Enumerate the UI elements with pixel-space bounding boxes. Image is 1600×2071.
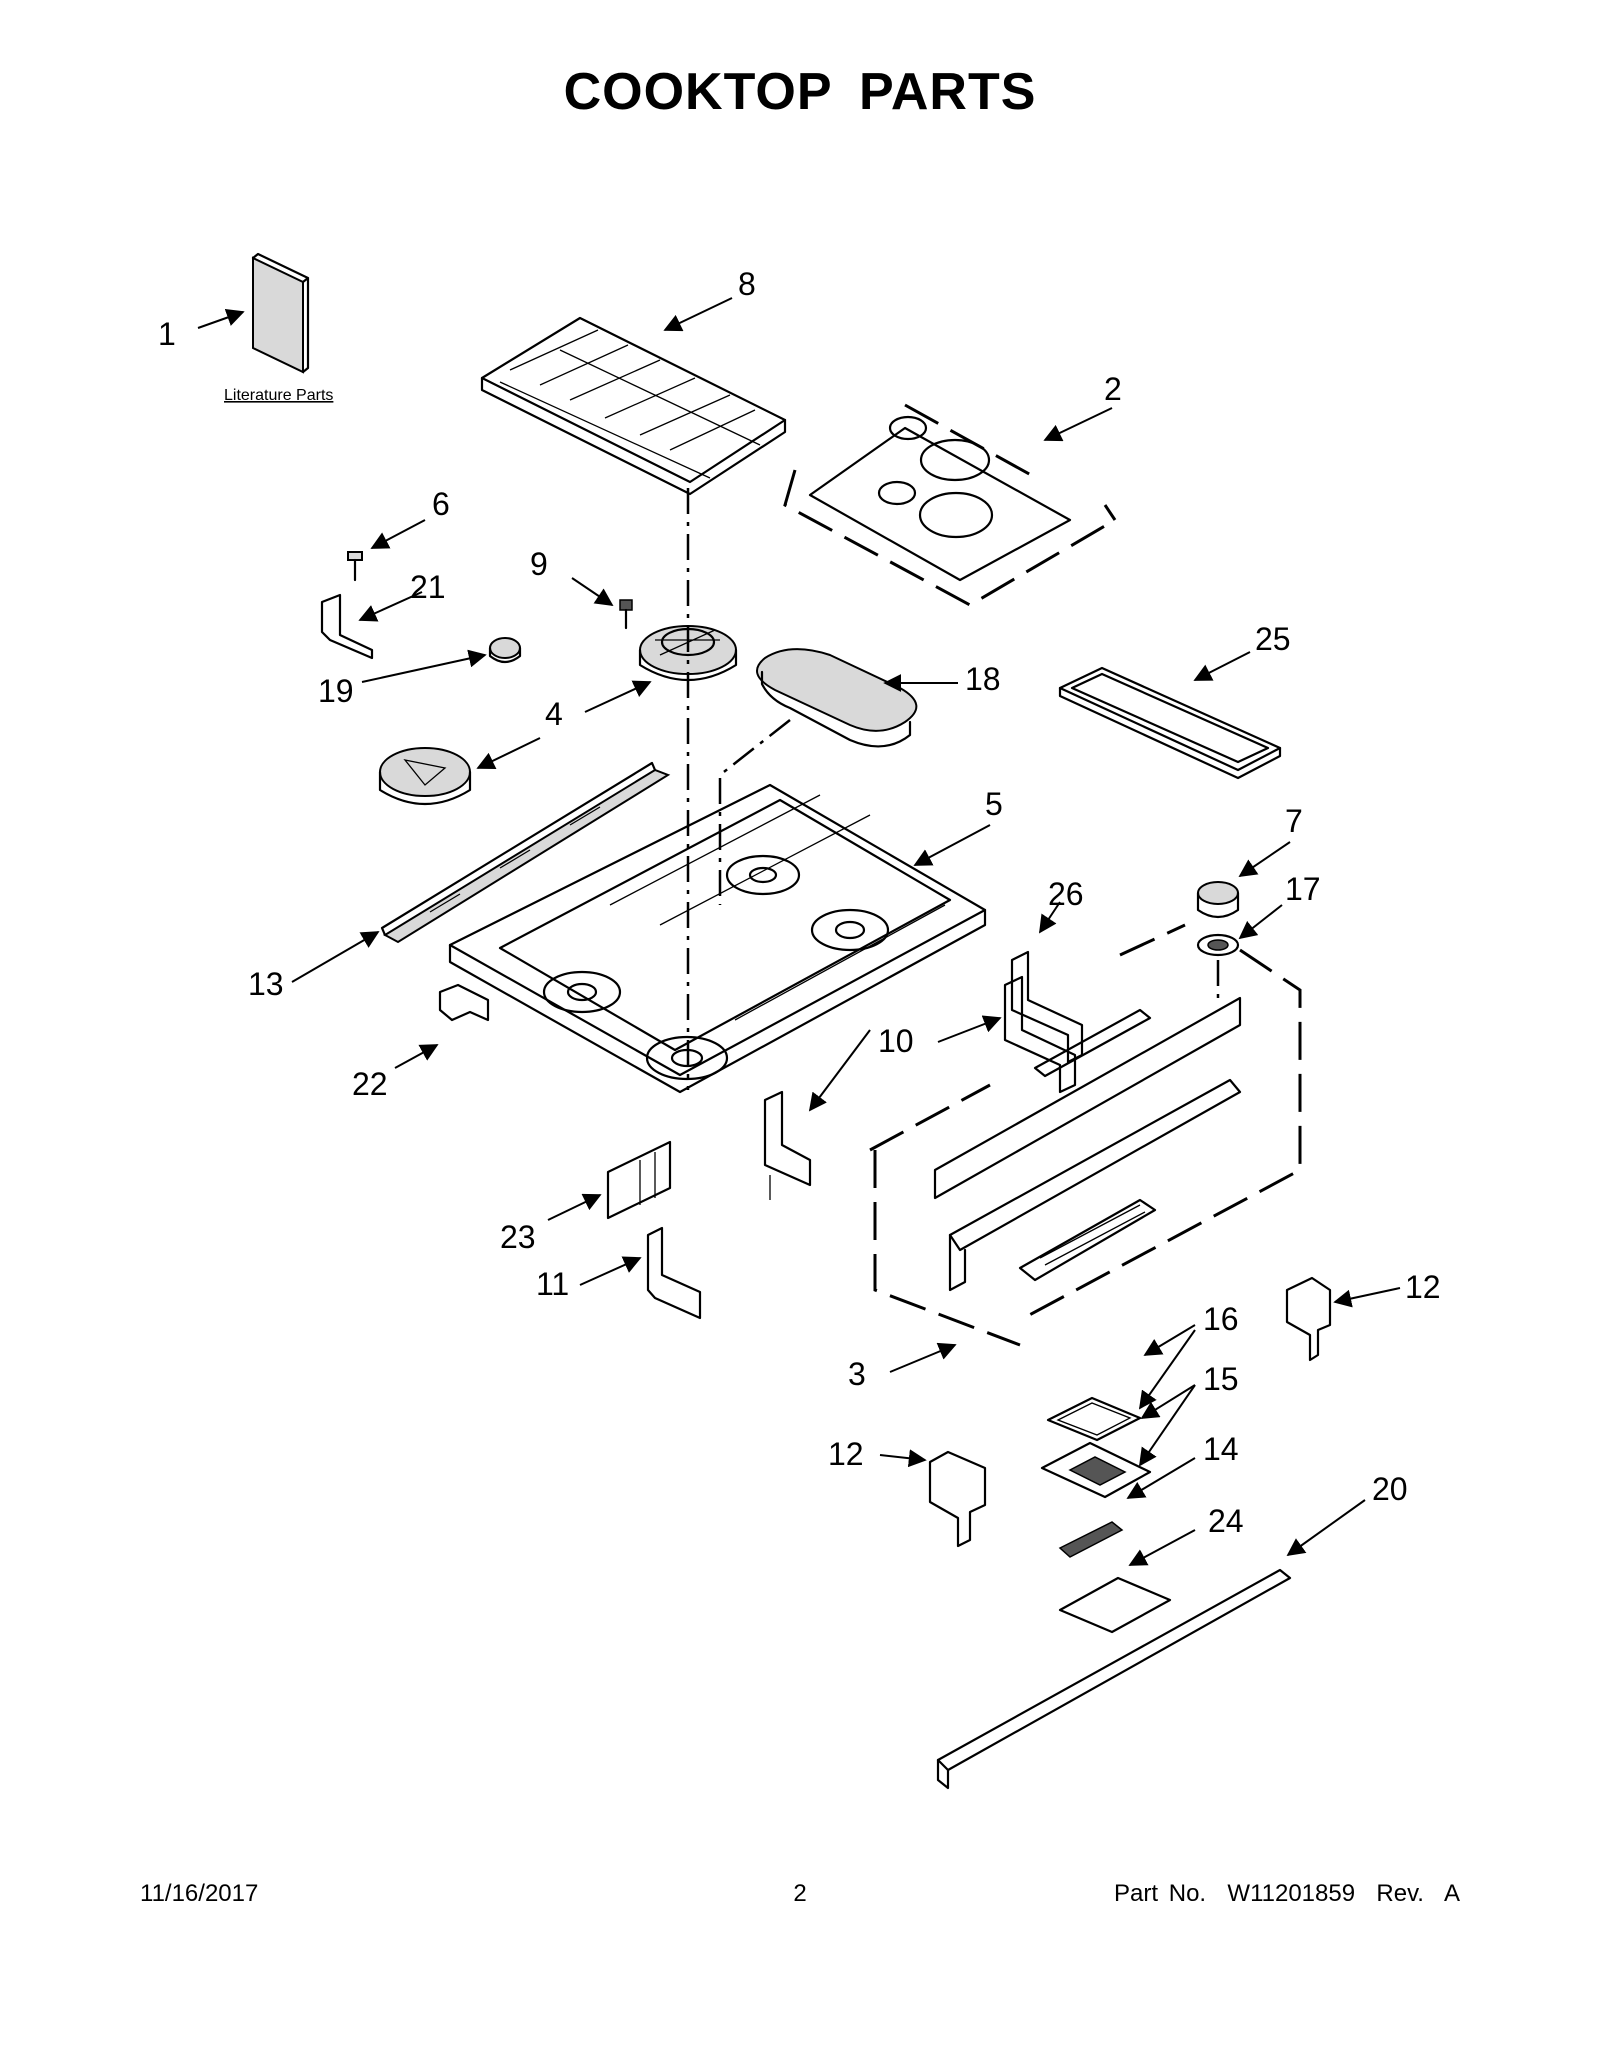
callout-2: 2 <box>1104 371 1122 407</box>
burner-bracket-part <box>646 1226 702 1320</box>
mounting-bracket-upper-part <box>1003 975 1077 1094</box>
callout-15: 15 <box>1203 1361 1239 1397</box>
footer-part-number: Part No. W11201859 Rev. A <box>1114 1880 1460 1907</box>
control-housing-right-part <box>1285 1276 1332 1362</box>
burner-head-lower-part <box>378 747 472 805</box>
callout-10: 10 <box>878 1023 914 1059</box>
control-knob-part <box>1196 881 1240 919</box>
grate-part <box>480 316 787 496</box>
callout-20: 20 <box>1372 1471 1408 1507</box>
callout-8: 8 <box>738 266 756 302</box>
control-board-part <box>1040 1441 1152 1499</box>
callout-6: 6 <box>432 486 450 522</box>
callout-1: 1 <box>158 316 176 352</box>
callout-3: 3 <box>848 1356 866 1392</box>
display-lens-part <box>1046 1396 1142 1442</box>
callout-7: 7 <box>1285 803 1303 839</box>
heat-shield-part <box>606 1140 672 1220</box>
mounting-bracket-lower-part <box>763 1090 812 1200</box>
front-trim-rail-part <box>380 761 671 944</box>
callout-14: 14 <box>1203 1431 1239 1467</box>
knob-bezel-part <box>1196 933 1240 957</box>
callout-4: 4 <box>545 696 563 732</box>
callout-17: 17 <box>1285 871 1321 907</box>
callout-22: 22 <box>352 1066 388 1102</box>
griddle-alignment-line <box>718 719 791 905</box>
callout-9: 9 <box>530 546 548 582</box>
control-panel-assembly-part <box>869 923 1302 1347</box>
small-bracket-part <box>438 983 490 1022</box>
callout-18: 18 <box>965 661 1001 697</box>
callout-23: 23 <box>500 1219 536 1255</box>
callout-25: 25 <box>1255 621 1291 657</box>
page-title: COOKTOP PARTS <box>563 63 1037 121</box>
footer-date: 11/16/2017 <box>140 1880 259 1907</box>
callout-5: 5 <box>985 786 1003 822</box>
callout-12-left: 12 <box>828 1436 864 1472</box>
glass-cooktop-panel-part <box>783 403 1117 607</box>
callout-24: 24 <box>1208 1503 1244 1539</box>
knob-insert-part <box>488 637 522 664</box>
callout-19: 19 <box>318 673 354 709</box>
screw-part <box>347 551 363 582</box>
callout-16: 16 <box>1203 1301 1239 1337</box>
literature-parts-label: Literature Parts <box>224 387 333 404</box>
igniter-bracket-part <box>320 593 374 660</box>
callout-21: 21 <box>410 569 446 605</box>
callout-12-right: 12 <box>1405 1269 1441 1305</box>
touch-board-part <box>1058 1521 1124 1558</box>
burner-screw-part <box>619 599 633 630</box>
control-housing-left-part <box>928 1450 987 1548</box>
callout-13: 13 <box>248 966 284 1002</box>
callout-11: 11 <box>536 1266 569 1302</box>
footer-page-number: 2 <box>793 1880 807 1907</box>
griddle-cover-part <box>756 648 918 748</box>
lower-trim-part <box>936 1568 1292 1790</box>
board-bracket-part <box>1058 1576 1172 1634</box>
callout-26: 26 <box>1048 876 1084 912</box>
literature-booklet-part <box>251 252 310 374</box>
griddle-part <box>1058 666 1282 780</box>
